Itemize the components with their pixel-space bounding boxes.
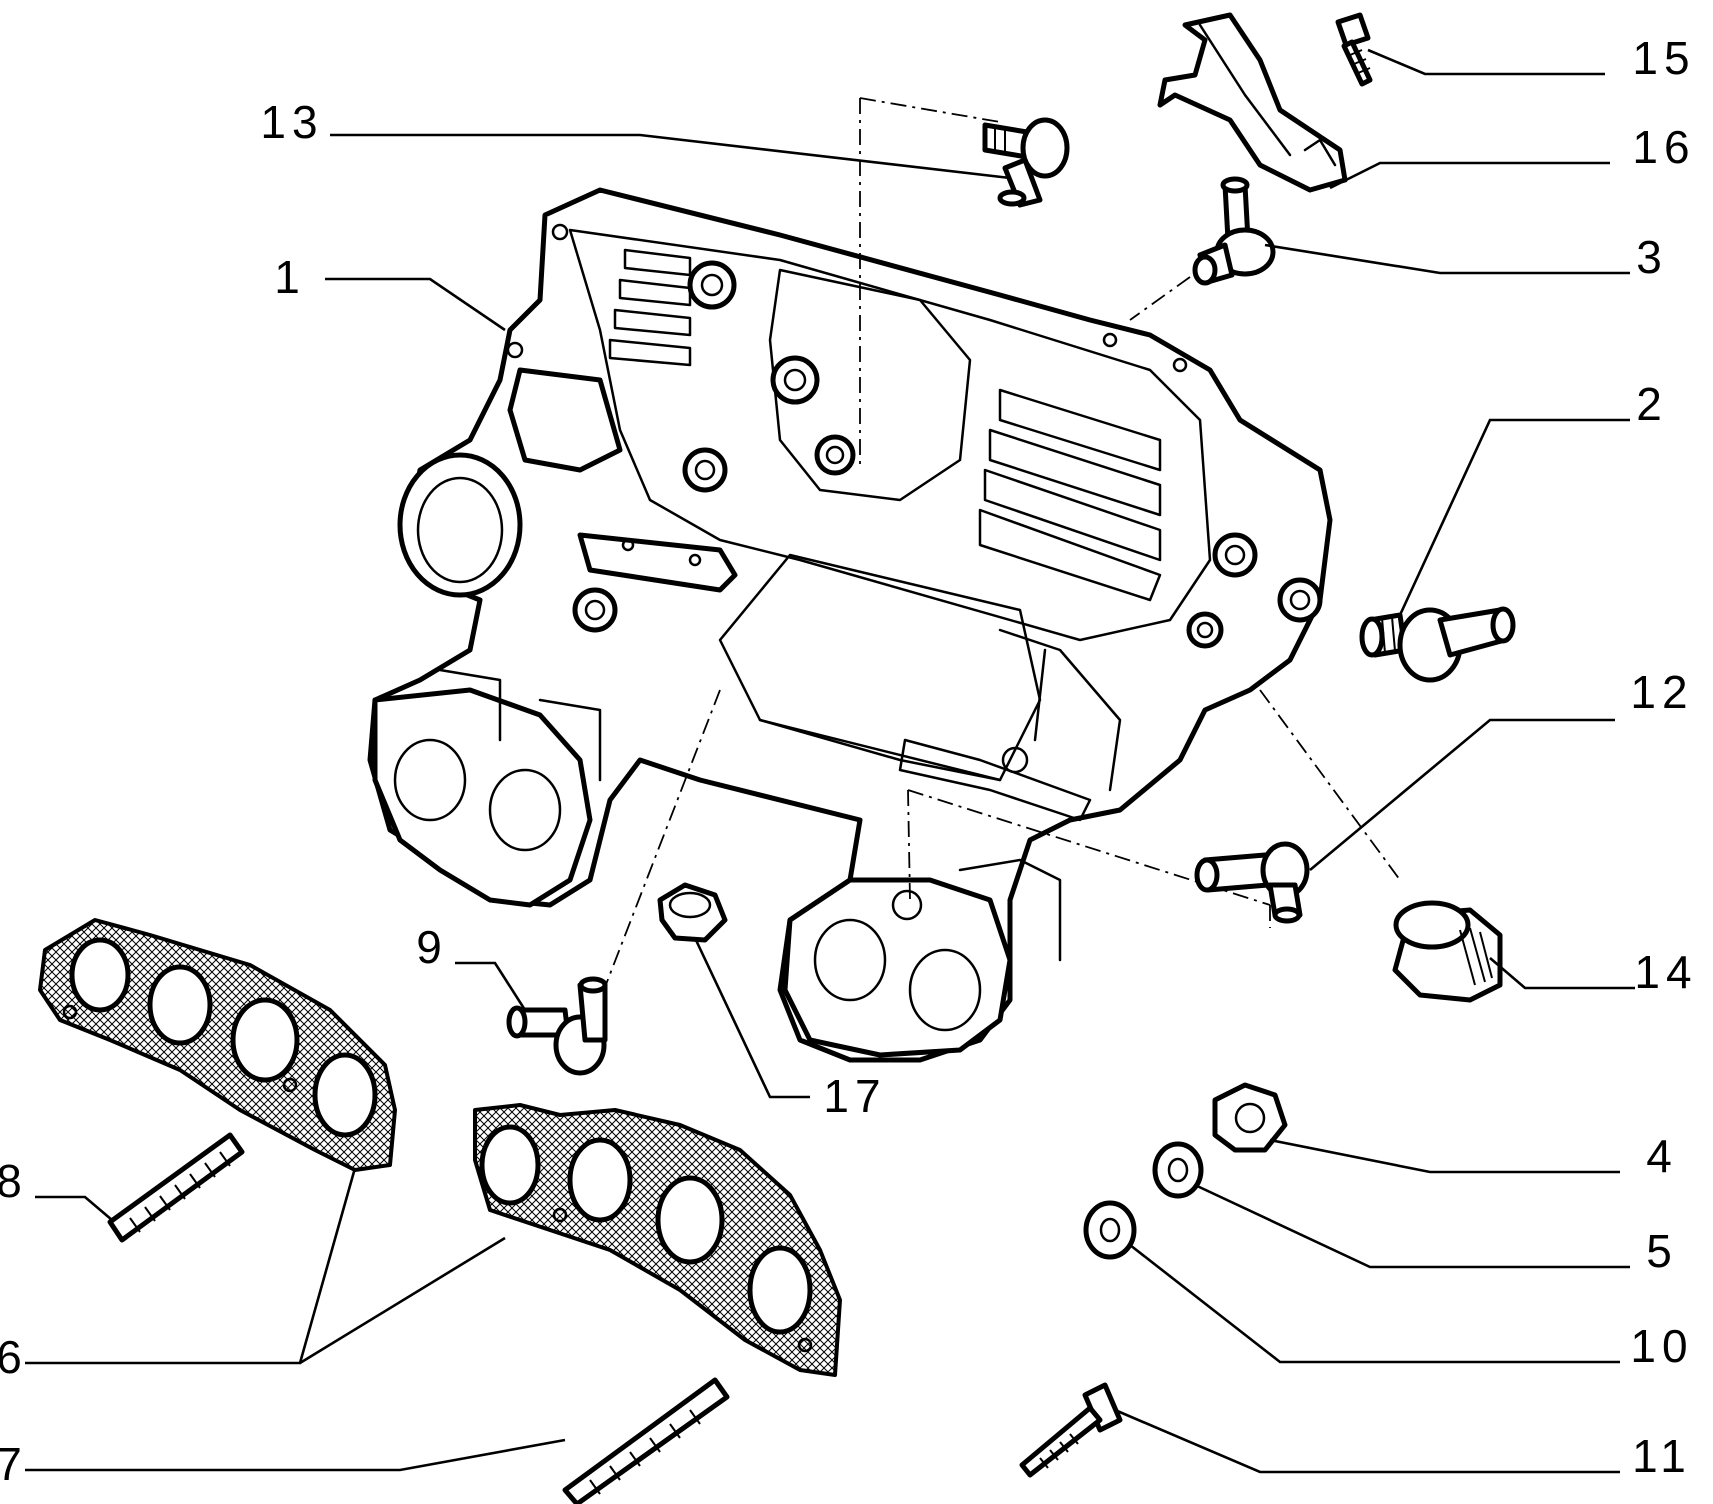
washer-5 [1152, 1141, 1204, 1199]
plug-14 [1392, 900, 1503, 1003]
sensor-bracket-16 [1157, 12, 1348, 193]
nut-4 [1212, 1082, 1288, 1153]
callout-13: 13 [260, 96, 323, 148]
callout-14: 14 [1634, 946, 1697, 998]
bolt-15 [1335, 12, 1373, 87]
callout-12: 12 [1630, 666, 1693, 718]
callout-17: 17 [823, 1070, 886, 1122]
plenum-ribs-right [978, 388, 1162, 602]
callout-15: 15 [1632, 32, 1695, 84]
callout-3: 3 [1636, 231, 1668, 283]
washer-10 [1083, 1200, 1137, 1260]
callout-1: 1 [274, 251, 306, 303]
nut-17 [657, 882, 728, 943]
elbow-fitting-12 [1194, 841, 1310, 924]
callout-7: 7 [0, 1438, 28, 1490]
callout-10: 10 [1630, 1320, 1693, 1372]
stud-7 [562, 1377, 730, 1504]
intake-manifold [367, 187, 1333, 1063]
callout-9: 9 [416, 921, 448, 973]
callout-8: 8 [0, 1155, 28, 1207]
callout-11: 11 [1632, 1430, 1692, 1482]
bolt-11 [1019, 1382, 1123, 1478]
callout-2: 2 [1636, 378, 1668, 430]
elbow-fitting-2 [1359, 606, 1516, 683]
callout-5: 5 [1646, 1225, 1678, 1277]
callout-6: 6 [0, 1331, 28, 1383]
elbow-fitting-3 [1192, 176, 1276, 286]
callout-labels: 1 2 3 4 5 6 7 8 9 10 11 12 13 14 15 16 1… [0, 32, 1697, 1490]
elbow-fitting-13 [982, 117, 1070, 208]
callout-16: 16 [1632, 121, 1695, 173]
leader-lines [25, 48, 1635, 1474]
elbow-fitting-9 [506, 976, 608, 1076]
gasket-6-right [473, 1103, 842, 1377]
stud-8 [107, 1132, 245, 1243]
gasket-6-left [38, 918, 397, 1172]
callout-4: 4 [1646, 1130, 1678, 1182]
